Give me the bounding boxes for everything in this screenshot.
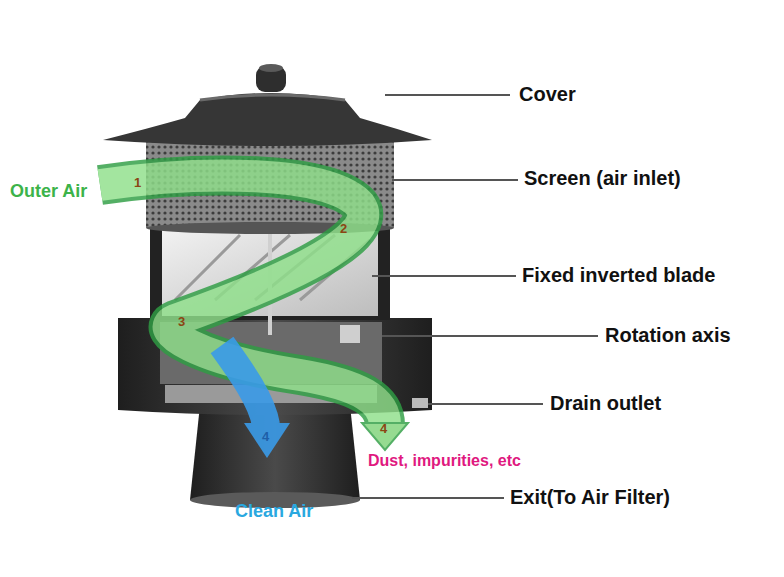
drain-outlet	[412, 398, 428, 408]
axis-bearing	[340, 325, 360, 343]
flow-label: Clean Air	[235, 501, 313, 522]
part-label: Drain outlet	[550, 392, 661, 415]
part-label: Exit(To Air Filter)	[510, 486, 670, 509]
part-label: Screen (air inlet)	[524, 167, 681, 190]
flow-label: Dust, impurities, etc	[368, 452, 533, 470]
flow-label: Outer Air	[10, 181, 87, 202]
callout-number: 4	[380, 422, 387, 437]
callout-number: 1	[134, 176, 141, 191]
part-label: Fixed inverted blade	[522, 264, 715, 287]
callout-number: 2	[340, 222, 347, 237]
outer-air-flow	[100, 175, 408, 450]
leader-lines	[352, 95, 598, 498]
clean-air-flow	[222, 345, 290, 458]
callout-number: 3	[178, 315, 185, 330]
part-label: Cover	[519, 83, 576, 106]
part-label: Rotation axis	[605, 324, 731, 347]
cover	[103, 64, 432, 146]
callout-number: 4	[262, 430, 269, 445]
